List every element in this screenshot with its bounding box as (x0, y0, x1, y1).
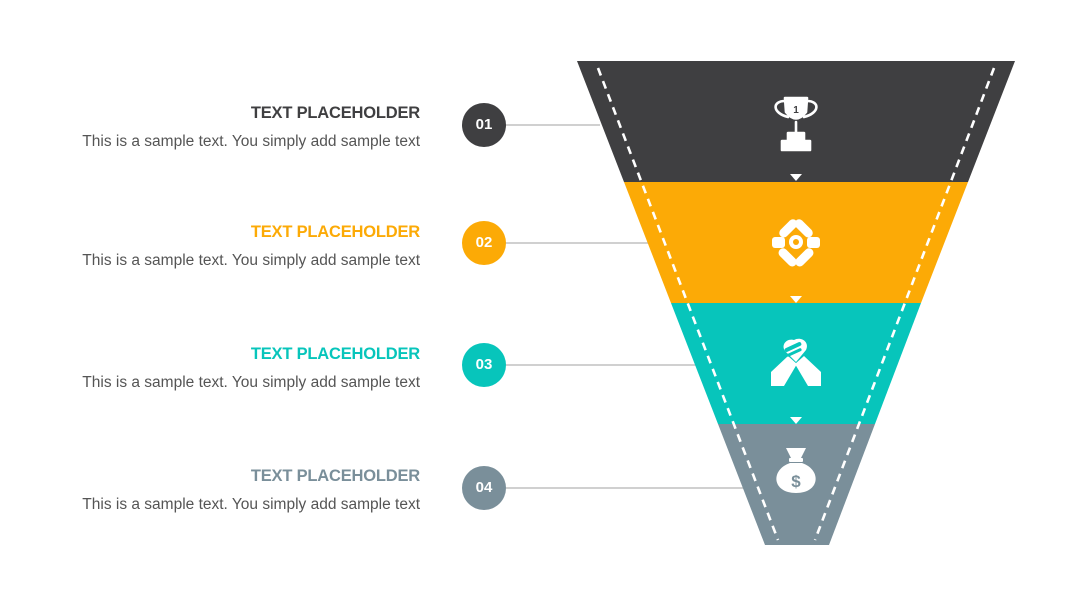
step-2-text: TEXT PLACEHOLDER This is a sample text. … (40, 222, 420, 271)
step-4-number-badge: 04 (462, 466, 506, 510)
teamwork-hands-icon (772, 219, 820, 267)
svg-text:$: $ (791, 472, 801, 491)
down-arrow-icon (790, 417, 802, 424)
step-1-title: TEXT PLACEHOLDER (250, 104, 420, 122)
step-1-description: This is a sample text. You simply add sa… (82, 133, 420, 150)
step-2-number-badge: 02 (462, 221, 506, 265)
down-arrow-icon (790, 296, 802, 303)
step-3-number-badge: 03 (462, 343, 506, 387)
trophy-icon: 1 (774, 96, 818, 152)
step-3-description: This is a sample text. You simply add sa… (82, 374, 420, 391)
handshake-icon (771, 338, 821, 386)
step-4-description: This is a sample text. You simply add sa… (82, 496, 420, 513)
funnel-dashed-border-right (813, 67, 996, 541)
step-2-title: TEXT PLACEHOLDER (250, 223, 420, 241)
step-3-title: TEXT PLACEHOLDER (250, 345, 420, 363)
step-1-text: TEXT PLACEHOLDER This is a sample text. … (40, 103, 420, 152)
down-arrow-icon (790, 174, 802, 181)
money-bag-icon: $ (776, 448, 816, 493)
svg-text:1: 1 (793, 105, 799, 116)
funnel-dashed-border-left (596, 67, 780, 541)
step-2-description: This is a sample text. You simply add sa… (82, 252, 420, 269)
step-4-text: TEXT PLACEHOLDER This is a sample text. … (40, 466, 420, 515)
step-3-text: TEXT PLACEHOLDER This is a sample text. … (40, 344, 420, 393)
step-4-title: TEXT PLACEHOLDER (250, 467, 420, 485)
step-1-number-badge: 01 (462, 103, 506, 147)
